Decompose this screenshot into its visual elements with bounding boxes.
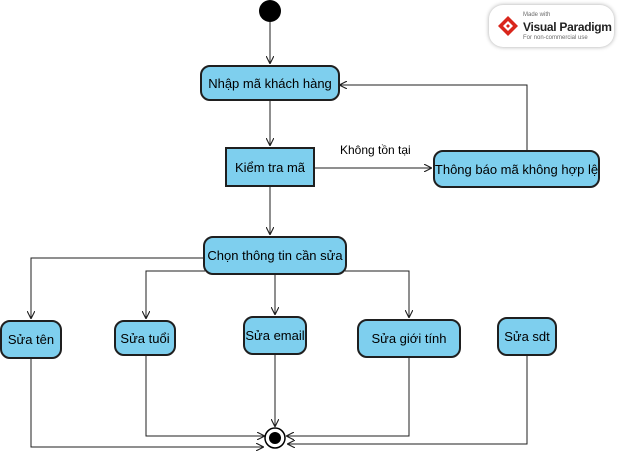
- visual-paradigm-watermark: Made with Visual Paradigm For non-commer…: [489, 5, 614, 47]
- node-invalid-code-notice: Thông báo mã không hợp lệ: [433, 150, 600, 188]
- node-edit-age: Sửa tuổi: [114, 320, 176, 356]
- node-choose-info: Chọn thông tin cần sửa: [203, 236, 347, 275]
- node-edit-gender: Sửa giới tính: [357, 319, 461, 358]
- node-enter-customer-code-label: Nhập mã khách hàng: [208, 75, 332, 91]
- edge-age-to-final: [145, 356, 264, 436]
- edge-phone-to-final: [288, 356, 528, 444]
- node-edit-phone: Sửa sdt: [497, 317, 557, 356]
- node-check-code-label: Kiểm tra mã: [234, 159, 306, 175]
- edge-name-to-final: [30, 359, 263, 447]
- edge-choose-to-name: [31, 257, 203, 318]
- edge-gender-to-final: [287, 358, 410, 436]
- node-edit-age-label: Sửa tuổi: [120, 330, 170, 346]
- initial-node: [259, 0, 281, 22]
- node-check-code: Kiểm tra mã: [225, 147, 315, 187]
- edge-invalid-to-enter-code: [340, 85, 528, 150]
- node-edit-name: Sửa tên: [0, 320, 62, 359]
- edge-choose-to-gender: [345, 270, 409, 317]
- node-invalid-code-notice-label: Thông báo mã không hợp lệ: [434, 161, 599, 177]
- edge-label-not-exist: Không tồn tại: [340, 143, 411, 157]
- watermark-brand: Visual Paradigm: [523, 20, 612, 34]
- node-enter-customer-code: Nhập mã khách hàng: [200, 65, 340, 101]
- visual-paradigm-logo-icon: [498, 16, 518, 36]
- node-edit-email-label: Sửa email: [245, 328, 305, 343]
- node-edit-gender-label: Sửa giới tính: [371, 331, 447, 346]
- node-edit-email: Sửa email: [243, 316, 307, 355]
- edge-choose-to-age: [146, 270, 205, 318]
- watermark-note: For non-commercial use: [523, 35, 588, 41]
- node-choose-info-label: Chọn thông tin cần sửa: [207, 248, 343, 263]
- node-edit-phone-label: Sửa sdt: [504, 329, 550, 344]
- final-node-dot: [269, 432, 281, 444]
- watermark-made-with: Made with: [523, 12, 551, 18]
- node-edit-name-label: Sửa tên: [7, 332, 55, 347]
